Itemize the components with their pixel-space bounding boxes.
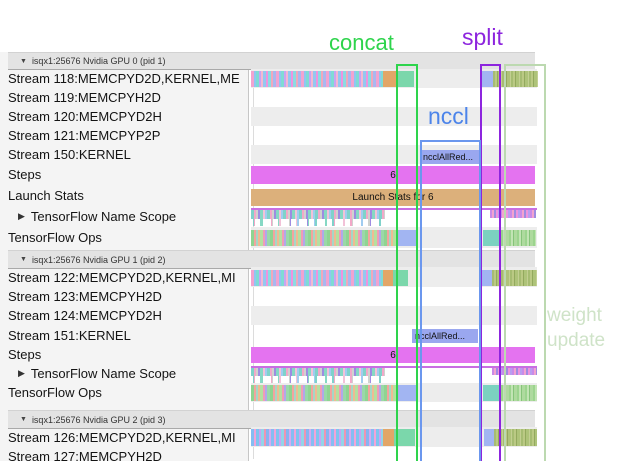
scope-span-line (251, 366, 537, 368)
row-label-text: Stream 120:MEMCPYD2H (8, 109, 162, 124)
trace-events-bar[interactable] (251, 385, 399, 401)
trace-events-bar[interactable] (492, 368, 537, 375)
row-label-gpu0-stream-118: Stream 118:MEMCPYD2D,KERNEL,ME (0, 69, 248, 88)
trace-event-bar[interactable]: Launch Stats for 6 (251, 189, 535, 206)
trace-events-bar[interactable] (493, 71, 538, 87)
row-label-text: Steps (8, 167, 42, 182)
trace-event-bar[interactable] (481, 71, 493, 87)
name-scope-flame-bar[interactable] (251, 368, 385, 383)
row-label-text: Stream 121:MEMCPYP2P (8, 128, 161, 143)
section-header-label: isqx1:25676 Nvidia GPU 2 (pid 3) (31, 414, 166, 425)
row-label-text: Stream 150:KERNEL (8, 147, 131, 162)
trace-event-bar[interactable] (483, 385, 501, 401)
row-label-gpu0-launch-stats: Launch Stats (0, 185, 248, 205)
row-label-gpu1-stream-124: Stream 124:MEMCPYD2H (0, 306, 248, 325)
row-label-text: Stream 122:MEMCPYD2D,KERNEL,MI (8, 269, 236, 285)
trace-event-bar[interactable] (399, 230, 416, 246)
name-scope-flame-bar[interactable] (251, 210, 385, 226)
row-label-gpu0-tf-ops: TensorFlow Ops (0, 227, 248, 248)
collapse-arrow-icon: ▼ (20, 57, 27, 65)
trace-events-bar[interactable] (501, 385, 537, 401)
section-header-label: isqx1:25676 Nvidia GPU 0 (pid 1) (31, 56, 166, 66)
trace-event-bar[interactable] (482, 270, 492, 286)
row-label-text: Steps (8, 347, 42, 362)
trace-events-bar[interactable] (251, 230, 399, 246)
row-label-gpu1-stream-122: Stream 122:MEMCPYD2D,KERNEL,MI (0, 267, 248, 287)
trace-event-bar[interactable]: ncclAllRed... (420, 150, 479, 164)
row-label-text: TensorFlow Ops (8, 230, 102, 245)
row-label-text: Stream 126:MEMCPYD2D,KERNEL,MI (8, 429, 236, 445)
trace-event-bar[interactable] (383, 71, 397, 87)
trace-event-bar[interactable]: ncclAllRed... (412, 329, 478, 343)
trace-event-bar[interactable] (484, 429, 494, 446)
split-annotation: split (462, 24, 503, 50)
row-label-gpu0-steps: Steps (0, 164, 248, 185)
section-header-label: isqx1:25676 Nvidia GPU 1 (pid 2) (31, 254, 166, 265)
track-row-bg (251, 306, 537, 325)
row-label-gpu0-stream-119: Stream 119:MEMCPYH2D (0, 88, 248, 107)
row-label-gpu2-stream-127: Stream 127:MEMCPYH2D (0, 447, 248, 461)
row-label-text: Launch Stats (8, 187, 84, 203)
row-label-gpu0-stream-120: Stream 120:MEMCPYD2H (0, 107, 248, 126)
trace-event-bar[interactable]: 6 (251, 166, 535, 184)
row-label-gpu1-steps: Steps (0, 345, 248, 364)
trace-event-bar[interactable] (383, 429, 394, 446)
row-label-text: Stream 127:MEMCPYH2D (8, 449, 162, 461)
row-label-text: Stream 151:KERNEL (8, 327, 131, 343)
trace-event-bar[interactable] (394, 429, 415, 446)
trace-event-bar[interactable]: 6 (251, 347, 535, 363)
row-label-text: Stream 124:MEMCPYD2H (8, 308, 162, 323)
trace-events-bar[interactable] (251, 270, 383, 286)
row-label-gpu1-stream-123: Stream 123:MEMCPYH2D (0, 287, 248, 306)
track-row-bg (251, 145, 537, 164)
row-label-gpu1-tf-ops: TensorFlow Ops (0, 383, 248, 402)
expand-arrow-icon: ▶ (18, 368, 25, 378)
collapse-arrow-icon: ▼ (20, 416, 27, 423)
row-label-gpu0-tf-name-scope[interactable]: ▶ TensorFlow Name Scope (0, 205, 248, 227)
row-label-text: Stream 118:MEMCPYD2D,KERNEL,ME (8, 71, 240, 86)
trace-event-bar[interactable] (397, 71, 414, 87)
row-label-gpu2-stream-126: Stream 126:MEMCPYD2D,KERNEL,MI (0, 427, 248, 447)
concat-annotation: concat (329, 30, 394, 55)
row-label-gpu1-stream-151: Stream 151:KERNEL (0, 325, 248, 345)
trace-events-bar[interactable] (251, 71, 383, 87)
expand-arrow-icon: ▶ (18, 210, 25, 221)
row-label-text: Stream 119:MEMCPYH2D (8, 90, 161, 105)
track-row-bg (251, 107, 537, 126)
trace-event-bar[interactable] (399, 385, 416, 401)
scope-span-line (251, 208, 537, 210)
row-label-gpu1-tf-name-scope[interactable]: ▶ TensorFlow Name Scope (0, 364, 248, 383)
row-label-text: TensorFlow Ops (8, 385, 102, 400)
row-label-gpu0-stream-121: Stream 121:MEMCPYP2P (0, 126, 248, 145)
trace-events-bar[interactable] (494, 429, 537, 446)
trace-event-bar[interactable] (393, 270, 408, 286)
row-label-text: TensorFlow Name Scope (30, 366, 177, 381)
trace-events-bar[interactable] (251, 429, 383, 446)
trace-events-bar[interactable] (492, 270, 537, 286)
row-label-text: TensorFlow Name Scope (30, 208, 177, 224)
section-header-gpu0[interactable]: ▼ isqx1:25676 Nvidia GPU 0 (pid 1) (8, 52, 535, 70)
collapse-arrow-icon: ▼ (20, 256, 27, 263)
weight-update-annotation: weight update (547, 305, 606, 351)
trace-event-bar[interactable] (483, 230, 501, 246)
trace-events-bar[interactable] (490, 210, 536, 218)
row-label-gpu0-stream-150: Stream 150:KERNEL (0, 145, 248, 164)
trace-events-bar[interactable] (501, 230, 536, 246)
row-label-text: Stream 123:MEMCPYH2D (8, 289, 162, 304)
nccl-annotation: nccl (428, 103, 469, 129)
trace-event-bar[interactable] (383, 270, 393, 286)
